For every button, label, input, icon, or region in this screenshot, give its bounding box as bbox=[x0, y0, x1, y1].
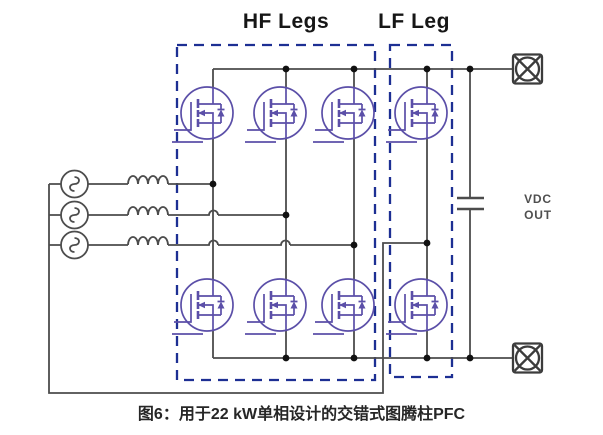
vdc-out-line1: VDC bbox=[524, 192, 552, 206]
hf-legs-label: HF Legs bbox=[242, 10, 330, 33]
lf-leg-label: LF Leg bbox=[378, 10, 450, 33]
inductor-1-icon bbox=[127, 175, 169, 185]
mosfet-lf-leg-low-icon bbox=[384, 277, 449, 336]
hf-legs-dashed-box bbox=[175, 43, 377, 382]
mosfet-hf-leg2-low-icon bbox=[243, 277, 308, 336]
inductor-2-icon bbox=[127, 206, 169, 216]
ac-source-1-icon bbox=[60, 169, 89, 199]
wires bbox=[48, 68, 513, 394]
vdc-out-label: VDC OUT bbox=[504, 192, 572, 223]
junction-dots bbox=[209, 65, 474, 362]
inductor-3-icon bbox=[127, 236, 169, 246]
ac-source-2-icon bbox=[60, 200, 89, 230]
mosfet-hf-leg2-high-icon bbox=[243, 85, 308, 144]
lf-leg-dashed-box bbox=[388, 43, 454, 379]
dc-link-capacitor-icon bbox=[457, 196, 484, 211]
mosfet-lf-leg-high-icon bbox=[384, 85, 449, 144]
vdc-out-line2: OUT bbox=[524, 207, 552, 222]
dc-output-terminal-bottom-icon bbox=[511, 342, 544, 374]
mosfet-hf-leg3-high-icon bbox=[311, 85, 376, 144]
mosfet-hf-leg1-high-icon bbox=[170, 85, 235, 144]
ac-source-3-icon bbox=[60, 230, 89, 260]
mosfet-hf-leg1-low-icon bbox=[170, 277, 235, 336]
mosfet-hf-leg3-low-icon bbox=[311, 277, 376, 336]
dc-output-terminal-top-icon bbox=[511, 53, 544, 85]
figure-caption: 图6：用于22 kW单相设计的交错式图腾柱PFC bbox=[137, 406, 466, 423]
